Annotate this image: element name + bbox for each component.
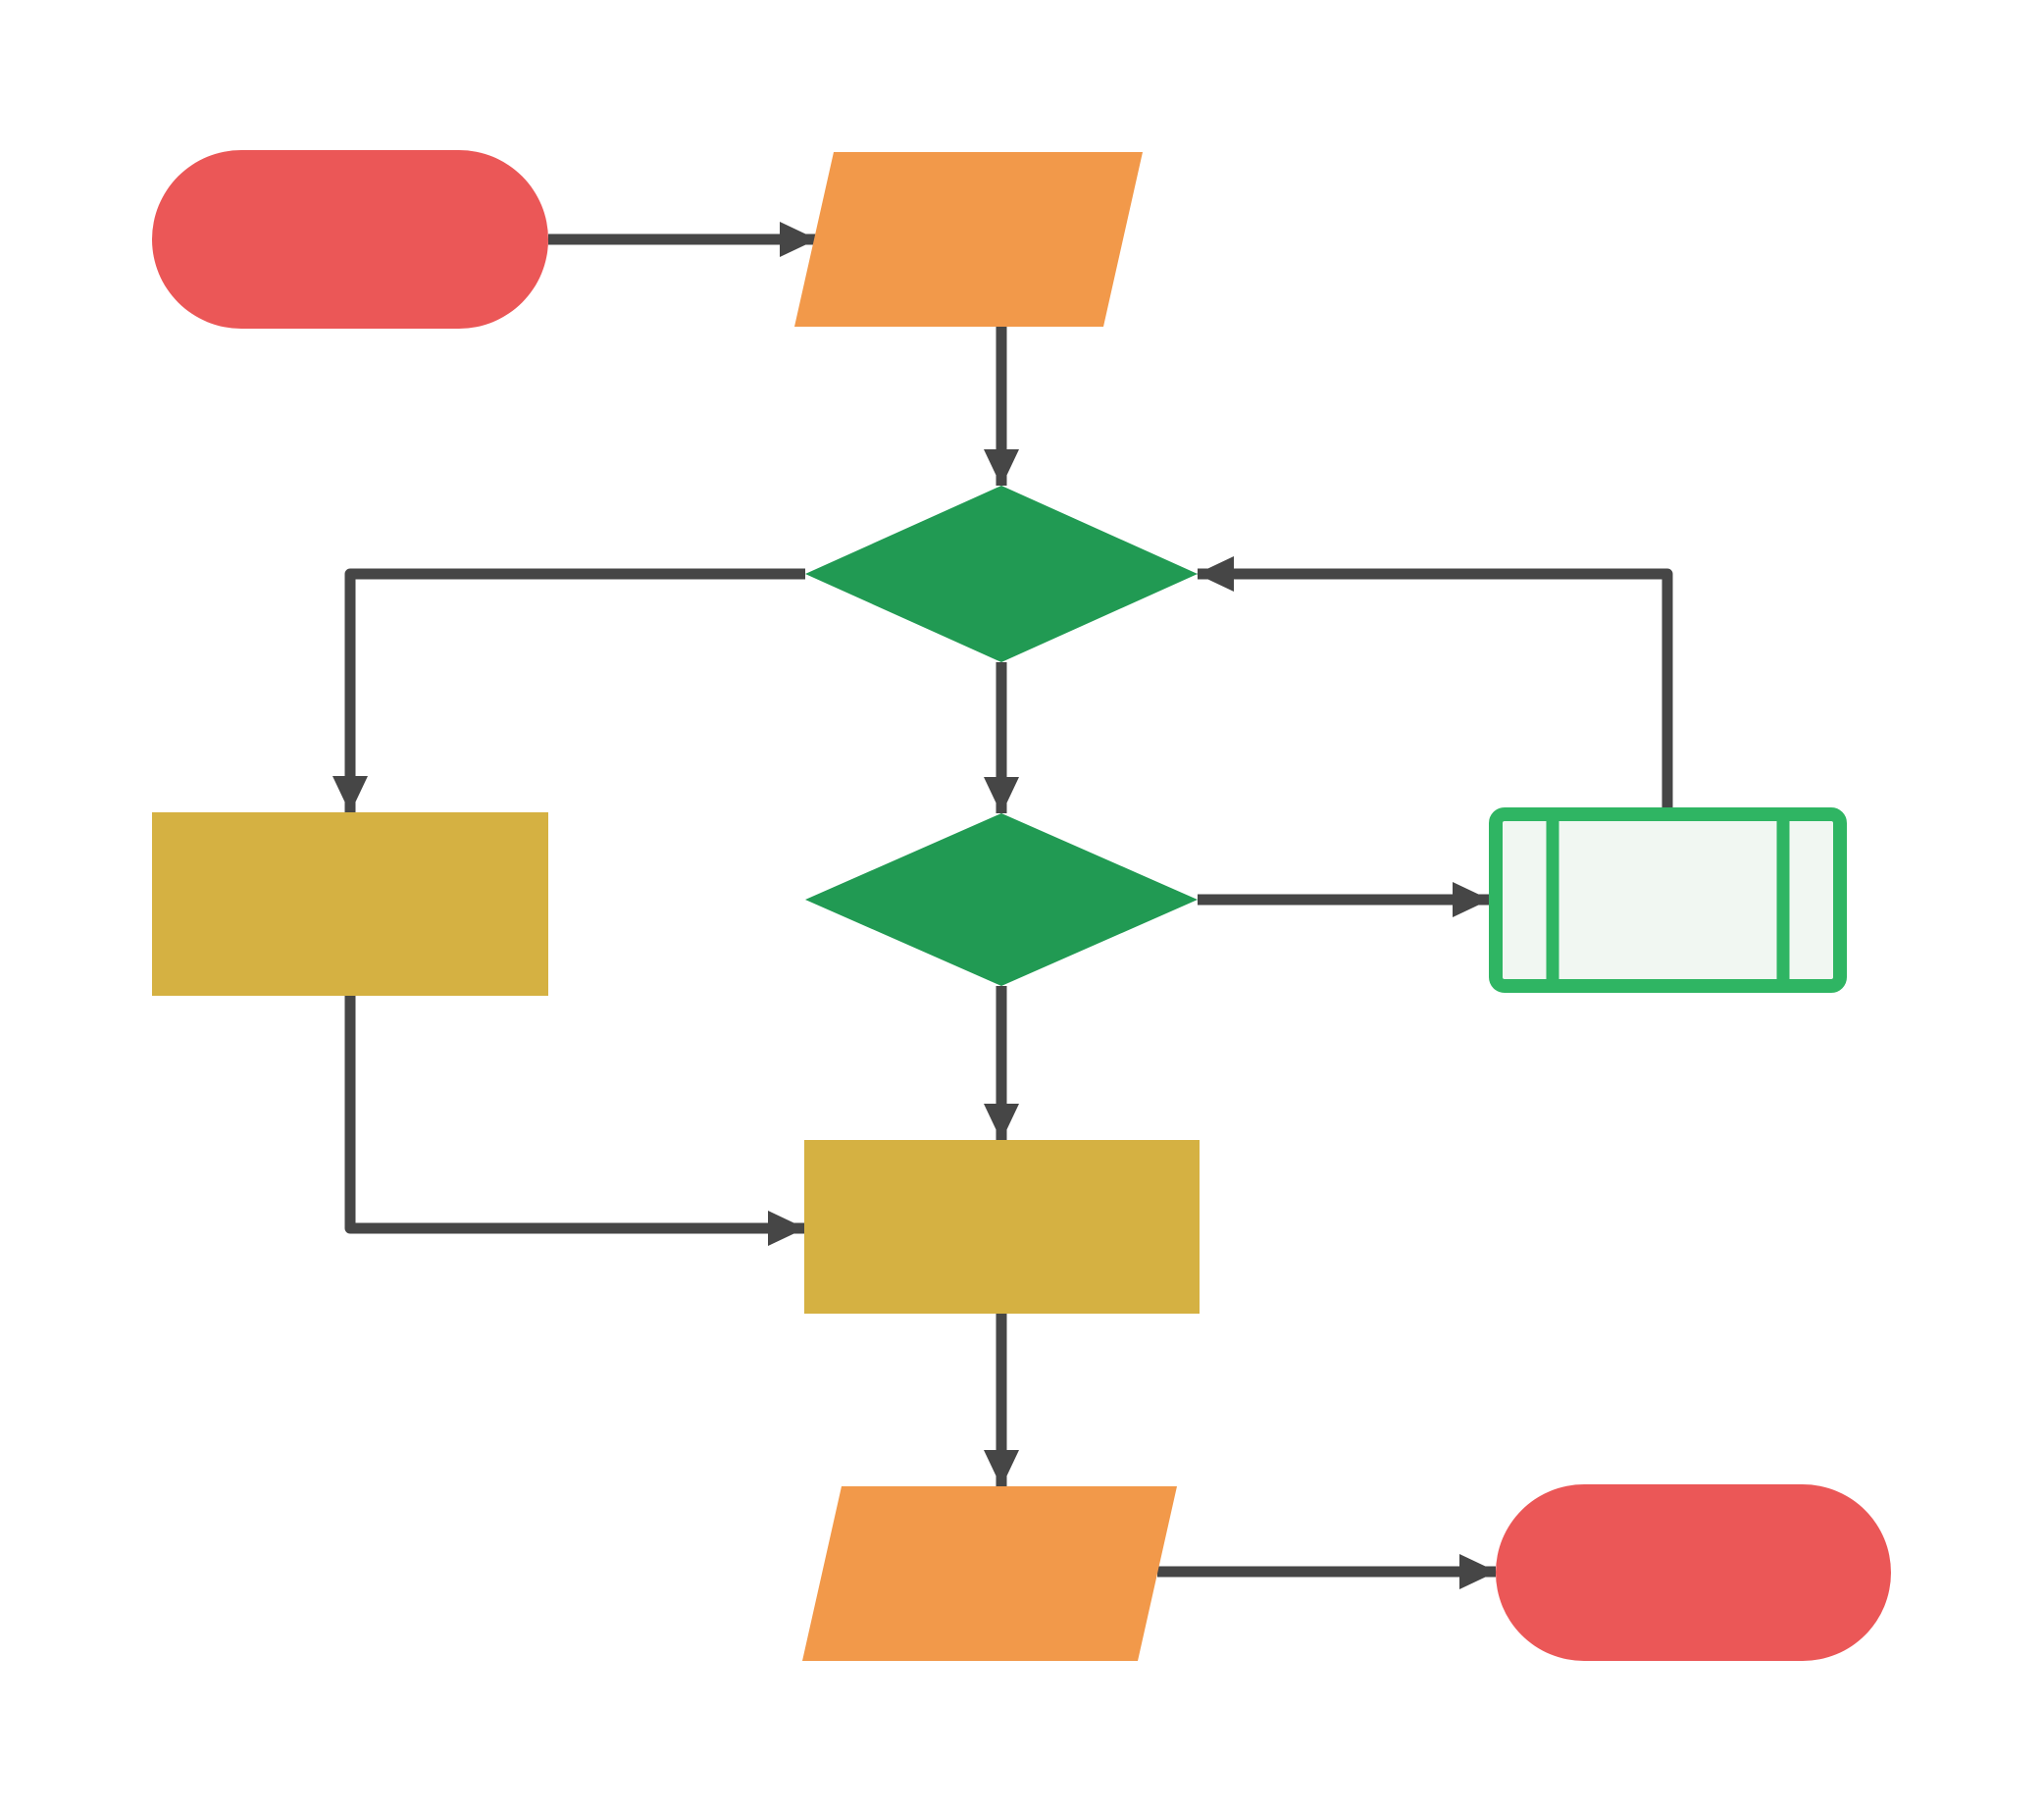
node-process-left-rect (152, 812, 548, 996)
node-end-terminator (1496, 1484, 1891, 1661)
edge-decision1-to-process-left (332, 568, 805, 813)
node-layer (152, 150, 1891, 1661)
edge-process-left-to-process-center (344, 996, 805, 1246)
node-predefined-process (1489, 807, 1847, 993)
node-output-parallelogram (802, 1486, 1177, 1661)
predefined-process-frame (1489, 807, 1847, 993)
edge-predefined-to-decision1-feedback (1197, 556, 1673, 807)
node-decision-2-diamond (805, 813, 1198, 986)
node-input-parallelogram (794, 152, 1143, 327)
edge-layer (332, 222, 1673, 1589)
node-decision-1-diamond (805, 486, 1198, 662)
node-start-terminator (152, 150, 548, 329)
node-process-center-rect (804, 1140, 1200, 1314)
